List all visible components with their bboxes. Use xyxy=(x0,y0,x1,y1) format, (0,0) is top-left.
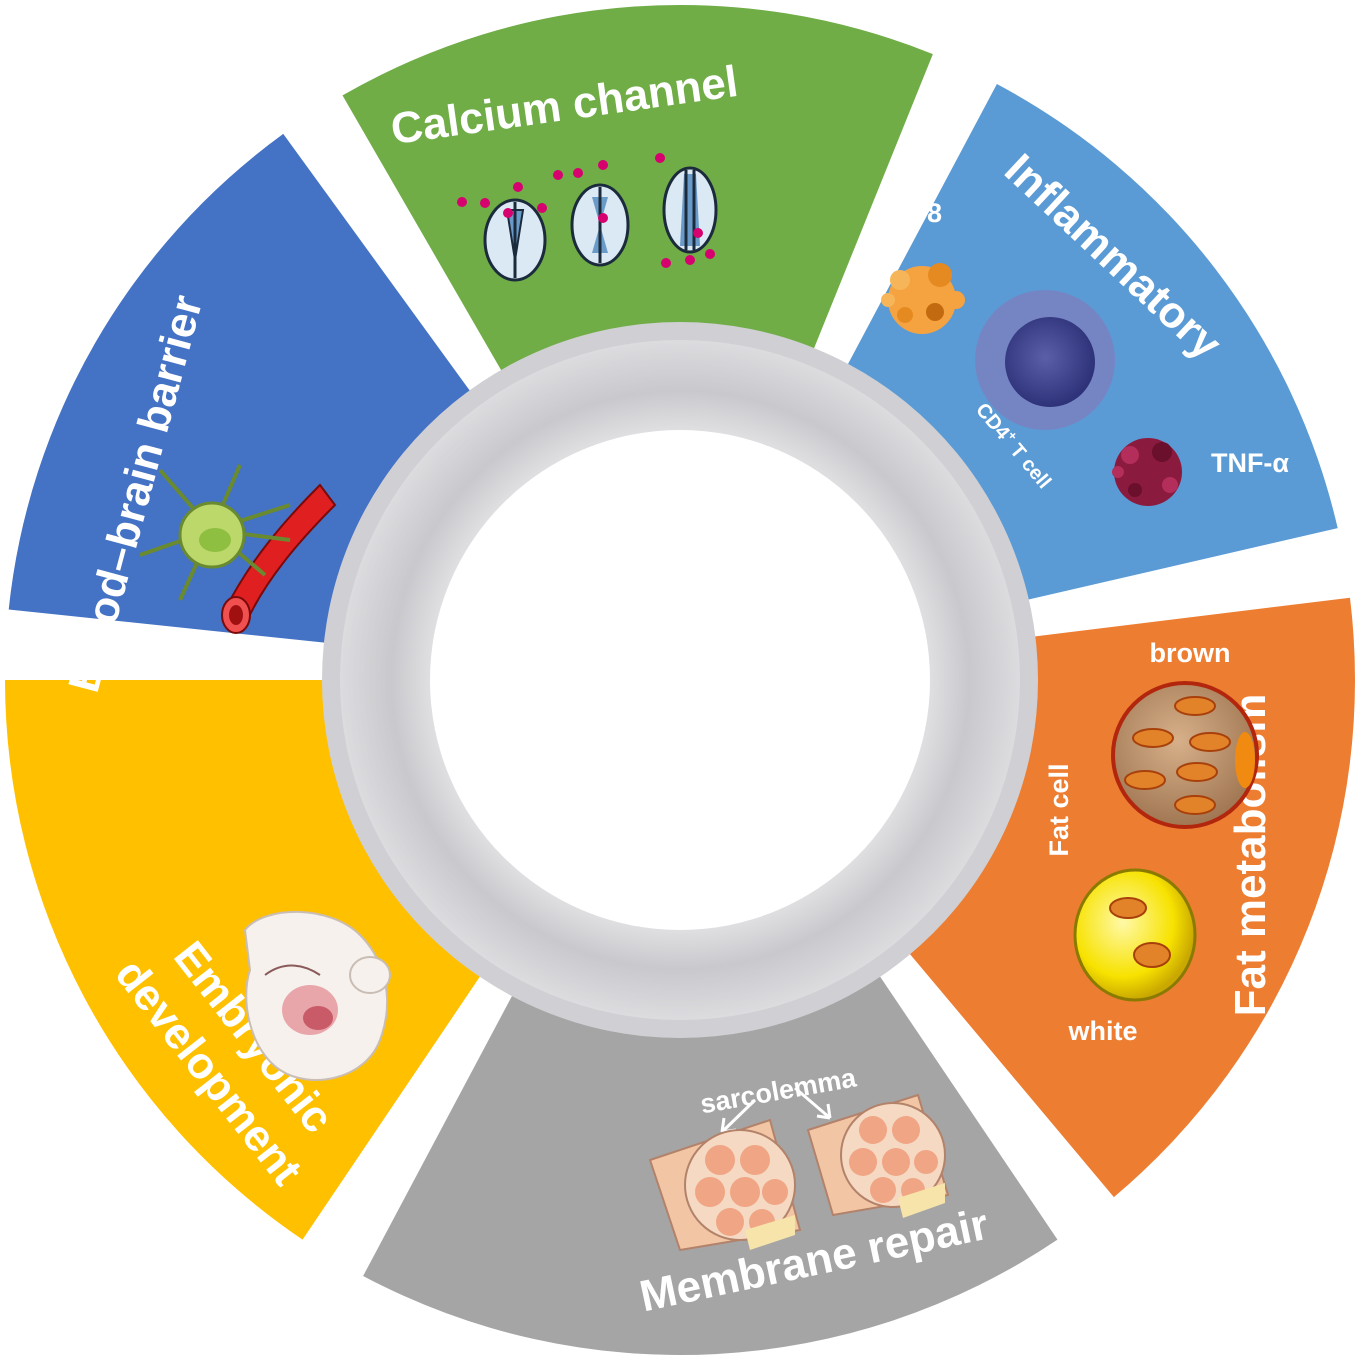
calcium-segment-shape xyxy=(342,4,933,373)
fat-segment: Fat metabolism brown Fat cell white xyxy=(1044,638,1275,1046)
embryonic-segment-shape xyxy=(5,680,482,1240)
muscle-fiber-icon xyxy=(648,1093,950,1252)
tnf-alpha-icon xyxy=(1112,438,1182,506)
cd4-t-cell-icon xyxy=(975,290,1115,430)
tnf-label: TNF-α xyxy=(1211,448,1289,478)
embryo-icon xyxy=(243,910,391,1081)
fat-cell-label: Fat cell xyxy=(1044,763,1074,856)
il8-label: IL-8 xyxy=(894,198,942,228)
calcium-channel-icon xyxy=(457,153,718,282)
center-disc xyxy=(430,430,930,930)
white-label: white xyxy=(1067,1016,1137,1046)
brown-fat-cell-icon xyxy=(1111,681,1259,829)
brown-label: brown xyxy=(1150,638,1231,668)
white-fat-cell-icon xyxy=(1073,868,1197,1002)
astrocyte-icon xyxy=(139,464,291,601)
bbb-segment-shape xyxy=(8,133,472,643)
il8-cytokine-icon xyxy=(881,263,965,334)
